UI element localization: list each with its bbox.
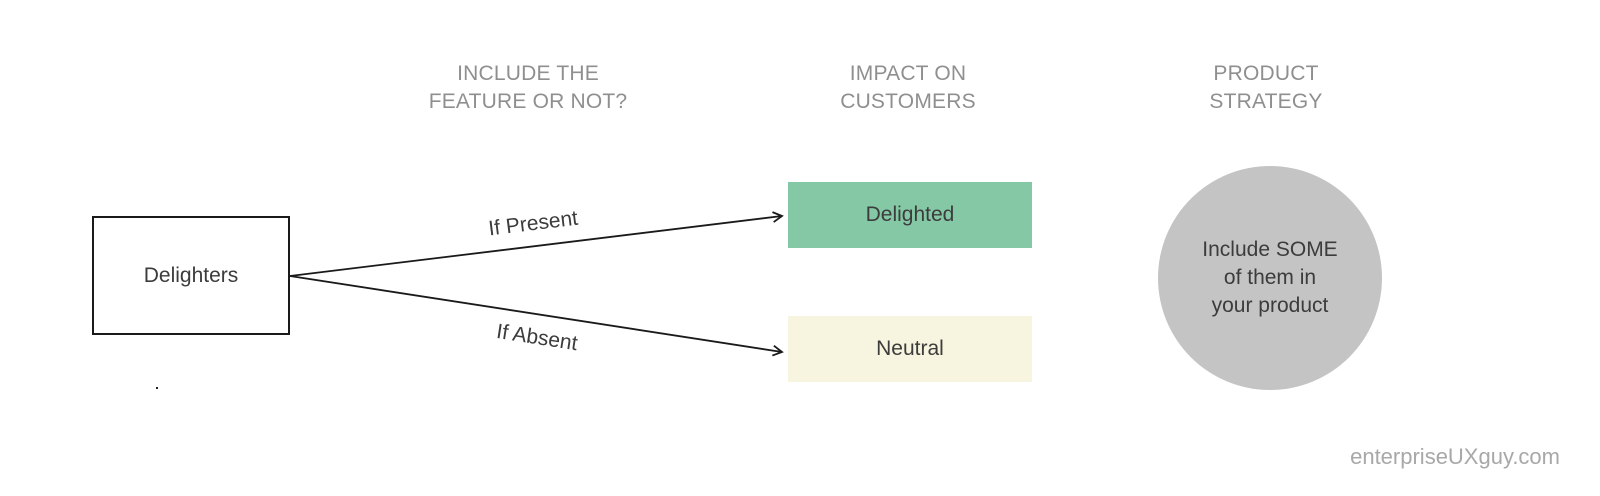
header-impact-line-1: IMPACT ON bbox=[849, 62, 967, 85]
arrow-if-absent bbox=[289, 275, 784, 357]
header-impact-on-customers: IMPACT ON CUSTOMERS bbox=[758, 60, 1058, 116]
watermark: enterpriseUXguy.com bbox=[1350, 444, 1560, 469]
header-include-line-2: FEATURE OR NOT? bbox=[428, 90, 628, 113]
outcome-neutral: Neutral bbox=[788, 316, 1032, 382]
label-if-present: If Present bbox=[487, 207, 579, 241]
arrow-if-present bbox=[289, 211, 784, 277]
strategy-line-2: of them in bbox=[1223, 266, 1317, 289]
header-strategy-line-1: PRODUCT bbox=[1213, 62, 1319, 85]
header-include-line-1: INCLUDE THE bbox=[457, 62, 599, 85]
header-include-feature: INCLUDE THE FEATURE OR NOT? bbox=[378, 60, 678, 116]
header-product-strategy: PRODUCT STRATEGY bbox=[1116, 60, 1416, 116]
outcome-delighted-label: Delighted bbox=[865, 203, 955, 226]
strategy-line-1: Include SOME bbox=[1202, 238, 1338, 261]
strategy-circle: Include SOME of them in your product bbox=[1158, 166, 1382, 390]
source-label: Delighters bbox=[143, 263, 239, 287]
header-impact-line-2: CUSTOMERS bbox=[840, 90, 976, 113]
outcome-neutral-label: Neutral bbox=[876, 337, 944, 360]
stray-dot bbox=[156, 387, 158, 389]
label-if-absent: If Absent bbox=[495, 320, 579, 355]
strategy-line-3: your product bbox=[1211, 294, 1329, 317]
strategy-text: Include SOME of them in your product bbox=[1202, 236, 1337, 320]
source-box-delighters: Delighters bbox=[92, 216, 290, 335]
header-strategy-line-2: STRATEGY bbox=[1209, 90, 1323, 113]
outcome-delighted: Delighted bbox=[788, 182, 1032, 248]
